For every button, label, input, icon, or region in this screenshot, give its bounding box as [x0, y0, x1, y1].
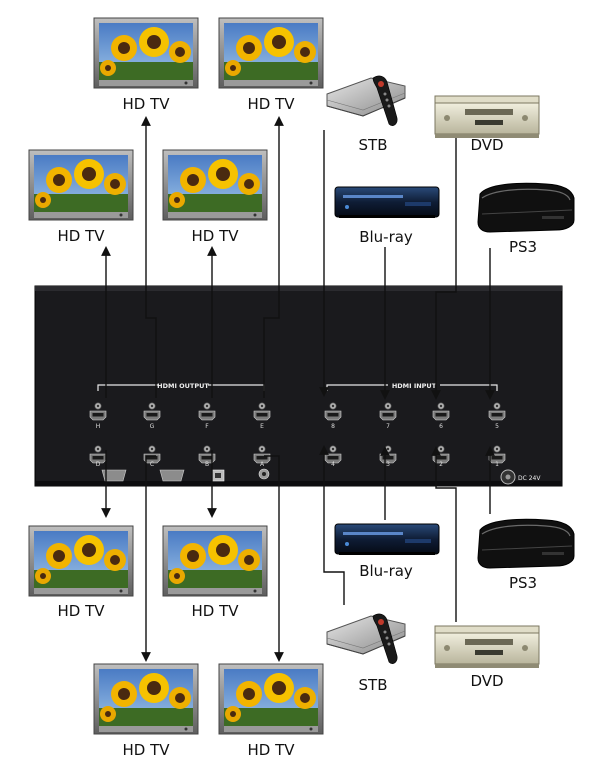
control-connectors [101, 468, 516, 485]
ps3-top-icon [477, 182, 575, 233]
port-labels: H G F E 8 7 6 5D C B A 4 3 2 1 [96, 423, 499, 468]
hdmi-input-port-label: 2 [439, 461, 443, 468]
bluray-bottom-label: Blu-ray [359, 562, 413, 580]
stb-top-label: STB [358, 136, 388, 154]
tv-bottom-2-icon [218, 663, 324, 735]
tv-mid-1-label: HD TV [57, 227, 105, 245]
stb-top-icon [326, 75, 406, 127]
bluray-top-label: Blu-ray [359, 228, 413, 246]
dvd-top-icon [434, 95, 540, 139]
hdmi-output-port-label: H [96, 423, 101, 430]
tv-bottom-1-label: HD TV [122, 741, 170, 759]
tv-mid-1-icon [28, 149, 134, 221]
tv-lower-2-icon [162, 525, 268, 597]
tv-top-1-label: HD TV [122, 95, 170, 113]
hdmi-input-port-label: 1 [495, 461, 499, 468]
rs232-port-2 [159, 469, 185, 482]
ps3-bottom-icon [477, 518, 575, 569]
dvd-top-label: DVD [470, 136, 504, 154]
tv-lower-1-label: HD TV [57, 602, 105, 620]
hdmi-output-title: HDMI OUTPUT [157, 382, 209, 390]
hdmi-input-port-label: 6 [439, 423, 443, 430]
tv-mid-2-icon [162, 149, 268, 221]
hdmi-output-port-label: A [260, 461, 265, 468]
hdmi-input-port-label: 3 [386, 461, 390, 468]
matrix-rear-panel [34, 285, 563, 487]
rs232-port-1 [101, 469, 127, 482]
hdmi-output-port-label: F [205, 423, 209, 430]
hdmi-input-port-label: 8 [331, 423, 335, 430]
dc-power-label: DC 24V [518, 475, 541, 482]
tv-top-1-icon [93, 17, 199, 89]
bluray-bottom-icon [334, 523, 440, 556]
tv-lower-2-label: HD TV [191, 602, 239, 620]
stb-bottom-icon [326, 613, 406, 665]
stb-bottom-label: STB [358, 676, 388, 694]
tv-top-2-label: HD TV [247, 95, 295, 113]
tv-lower-1-icon [28, 525, 134, 597]
hdmi-output-port-label: C [150, 461, 154, 468]
hdmi-output-port-label: D [96, 461, 101, 468]
hdmi-output-port-label: E [260, 423, 264, 430]
dvd-bottom-label: DVD [470, 672, 504, 690]
hdmi-output-port-label: B [205, 461, 209, 468]
hdmi-cables [101, 116, 495, 662]
tv-mid-2-label: HD TV [191, 227, 239, 245]
hdmi-input-title: HDMI INPUT [392, 382, 437, 390]
hdmi-input-port-label: 4 [331, 461, 335, 468]
tv-bottom-2-label: HD TV [247, 741, 295, 759]
dvd-bottom-icon [434, 625, 540, 669]
hdmi-input-port-label: 7 [386, 423, 390, 430]
ps3-top-label: PS3 [508, 238, 538, 256]
bluray-top-icon [334, 186, 440, 219]
hdmi-output-port-label: G [150, 423, 155, 430]
ps3-bottom-label: PS3 [508, 574, 538, 592]
hdmi-input-port-label: 5 [495, 423, 499, 430]
tv-top-2-icon [218, 17, 324, 89]
tv-bottom-1-icon [93, 663, 199, 735]
